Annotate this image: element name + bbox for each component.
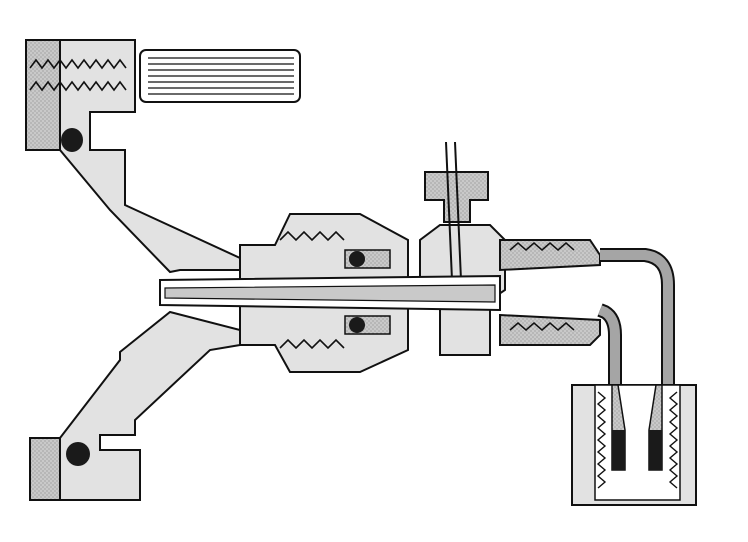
union-lower	[499, 313, 601, 346]
lower-bracket-body	[29, 310, 241, 501]
receiver-fitting	[571, 384, 697, 506]
fitting-seal-top	[349, 251, 365, 267]
fitting-thread-bottom	[279, 338, 345, 350]
probe-tube	[159, 274, 501, 312]
receiver-bore	[594, 384, 681, 501]
receiver-thread-right	[668, 391, 679, 489]
vertical-capillary-right	[454, 141, 462, 281]
receiver-seal-right	[649, 430, 662, 470]
tee-body	[419, 141, 506, 356]
lower-bracket-clamp	[29, 437, 61, 501]
vertical-capillary-left	[445, 141, 453, 281]
probe-inner	[164, 284, 496, 303]
knurled-knob	[139, 49, 301, 103]
lower-o-ring	[66, 442, 90, 466]
knob-knurling	[148, 57, 294, 95]
right-union	[499, 239, 601, 346]
fitting-thread-top	[279, 230, 345, 242]
union-thread-bottom	[509, 322, 575, 331]
receiver-thread-left	[596, 391, 607, 489]
upper-thread-bottom	[29, 80, 127, 92]
upper-o-ring	[61, 128, 83, 152]
inner-tube-fill	[598, 305, 620, 385]
receiver-seal-left	[612, 430, 625, 470]
fitting-seal-bottom	[349, 317, 365, 333]
upper-thread-top	[29, 58, 127, 70]
lower-bracket	[29, 310, 241, 501]
outer-tube-fill	[600, 250, 673, 385]
union-thread-top	[509, 242, 575, 251]
upper-bracket-clamp	[25, 39, 61, 151]
bent-tubing	[597, 248, 675, 385]
union-upper	[499, 239, 601, 272]
